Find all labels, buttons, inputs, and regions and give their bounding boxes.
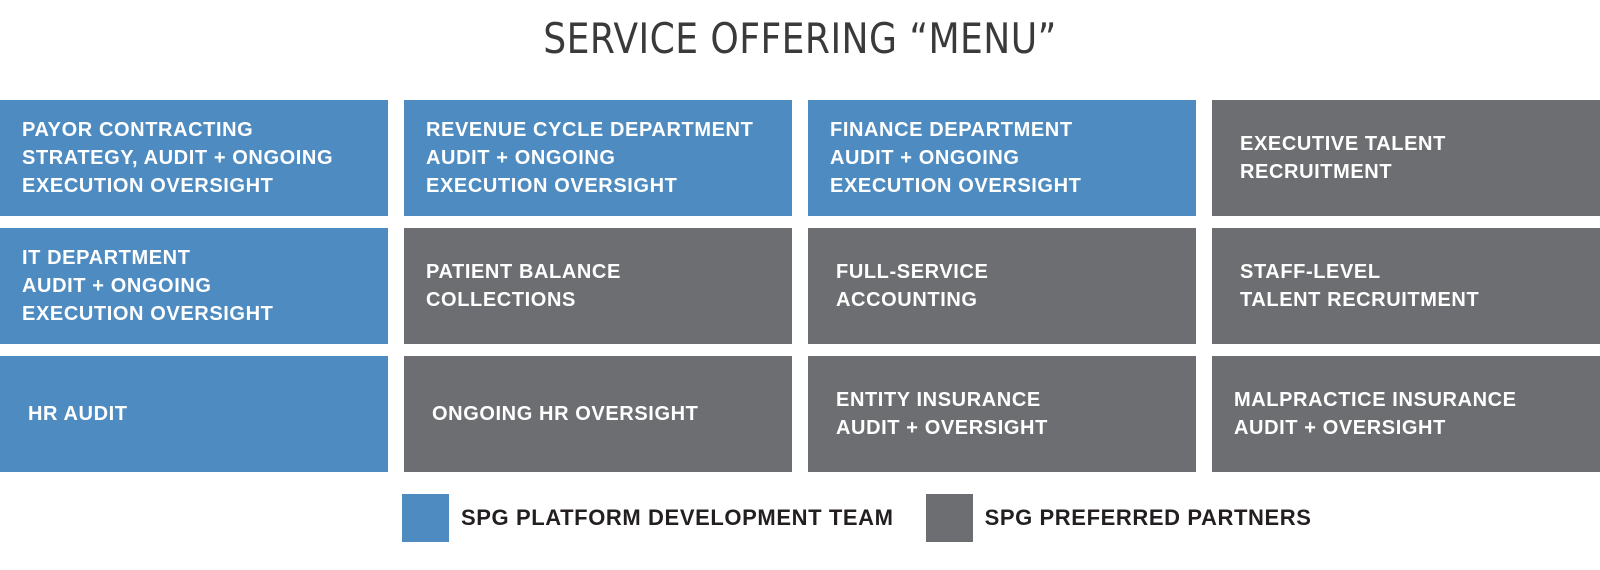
service-cell-finance-department: FINANCE DEPARTMENT AUDIT + ONGOING EXECU… [808, 100, 1196, 216]
service-cell-entity-insurance: ENTITY INSURANCE AUDIT + OVERSIGHT [808, 356, 1196, 472]
service-cell-label: EXECUTIVE TALENT RECRUITMENT [1240, 133, 1446, 183]
service-cell-patient-balance: PATIENT BALANCE COLLECTIONS [404, 228, 792, 344]
service-cell-label: FULL-SERVICE ACCOUNTING [836, 261, 989, 311]
service-cell-full-service-accounting: FULL-SERVICE ACCOUNTING [808, 228, 1196, 344]
service-cell-label: ONGOING HR OVERSIGHT [432, 403, 699, 425]
legend-label-partner: SPG PREFERRED PARTNERS [984, 505, 1312, 530]
service-cell-staff-level-talent: STAFF-LEVEL TALENT RECRUITMENT [1212, 228, 1600, 344]
legend-swatch-partner [925, 494, 973, 542]
service-cell-revenue-cycle: REVENUE CYCLE DEPARTMENT AUDIT + ONGOING… [404, 100, 792, 216]
service-cell-payor-contracting: PAYOR CONTRACTING STRATEGY, AUDIT + ONGO… [0, 100, 388, 216]
page-title: SERVICE OFFERING “MENU” [543, 14, 1057, 63]
service-cell-executive-talent: EXECUTIVE TALENT RECRUITMENT [1212, 100, 1600, 216]
service-cell-label: MALPRACTICE INSURANCE AUDIT + OVERSIGHT [1234, 389, 1517, 439]
legend: SPG PLATFORM DEVELOPMENT TEAM SPG PREFER… [402, 494, 1312, 542]
service-grid: PAYOR CONTRACTING STRATEGY, AUDIT + ONGO… [0, 100, 1600, 472]
service-cell-label: ENTITY INSURANCE AUDIT + OVERSIGHT [836, 389, 1048, 439]
service-cell-hr-audit: HR AUDIT [0, 356, 388, 472]
service-cell-label: REVENUE CYCLE DEPARTMENT AUDIT + ONGOING… [426, 119, 754, 197]
service-cell-label: PATIENT BALANCE COLLECTIONS [426, 261, 621, 311]
service-cell-label: STAFF-LEVEL TALENT RECRUITMENT [1240, 261, 1480, 311]
service-cell-label: IT DEPARTMENT AUDIT + ONGOING EXECUTION … [22, 247, 274, 325]
service-cell-ongoing-hr-oversight: ONGOING HR OVERSIGHT [404, 356, 792, 472]
legend-label-platform: SPG PLATFORM DEVELOPMENT TEAM [461, 505, 894, 530]
service-cell-malpractice-insurance: MALPRACTICE INSURANCE AUDIT + OVERSIGHT [1212, 356, 1600, 472]
service-cell-it-department: IT DEPARTMENT AUDIT + ONGOING EXECUTION … [0, 228, 388, 344]
service-cell-label: FINANCE DEPARTMENT AUDIT + ONGOING EXECU… [830, 119, 1082, 197]
legend-item-platform: SPG PLATFORM DEVELOPMENT TEAM [402, 494, 894, 542]
service-cell-label: HR AUDIT [28, 403, 128, 425]
legend-swatch-platform [402, 494, 449, 542]
service-cell-label: PAYOR CONTRACTING STRATEGY, AUDIT + ONGO… [22, 119, 334, 197]
legend-item-partner: SPG PREFERRED PARTNERS [925, 494, 1312, 542]
